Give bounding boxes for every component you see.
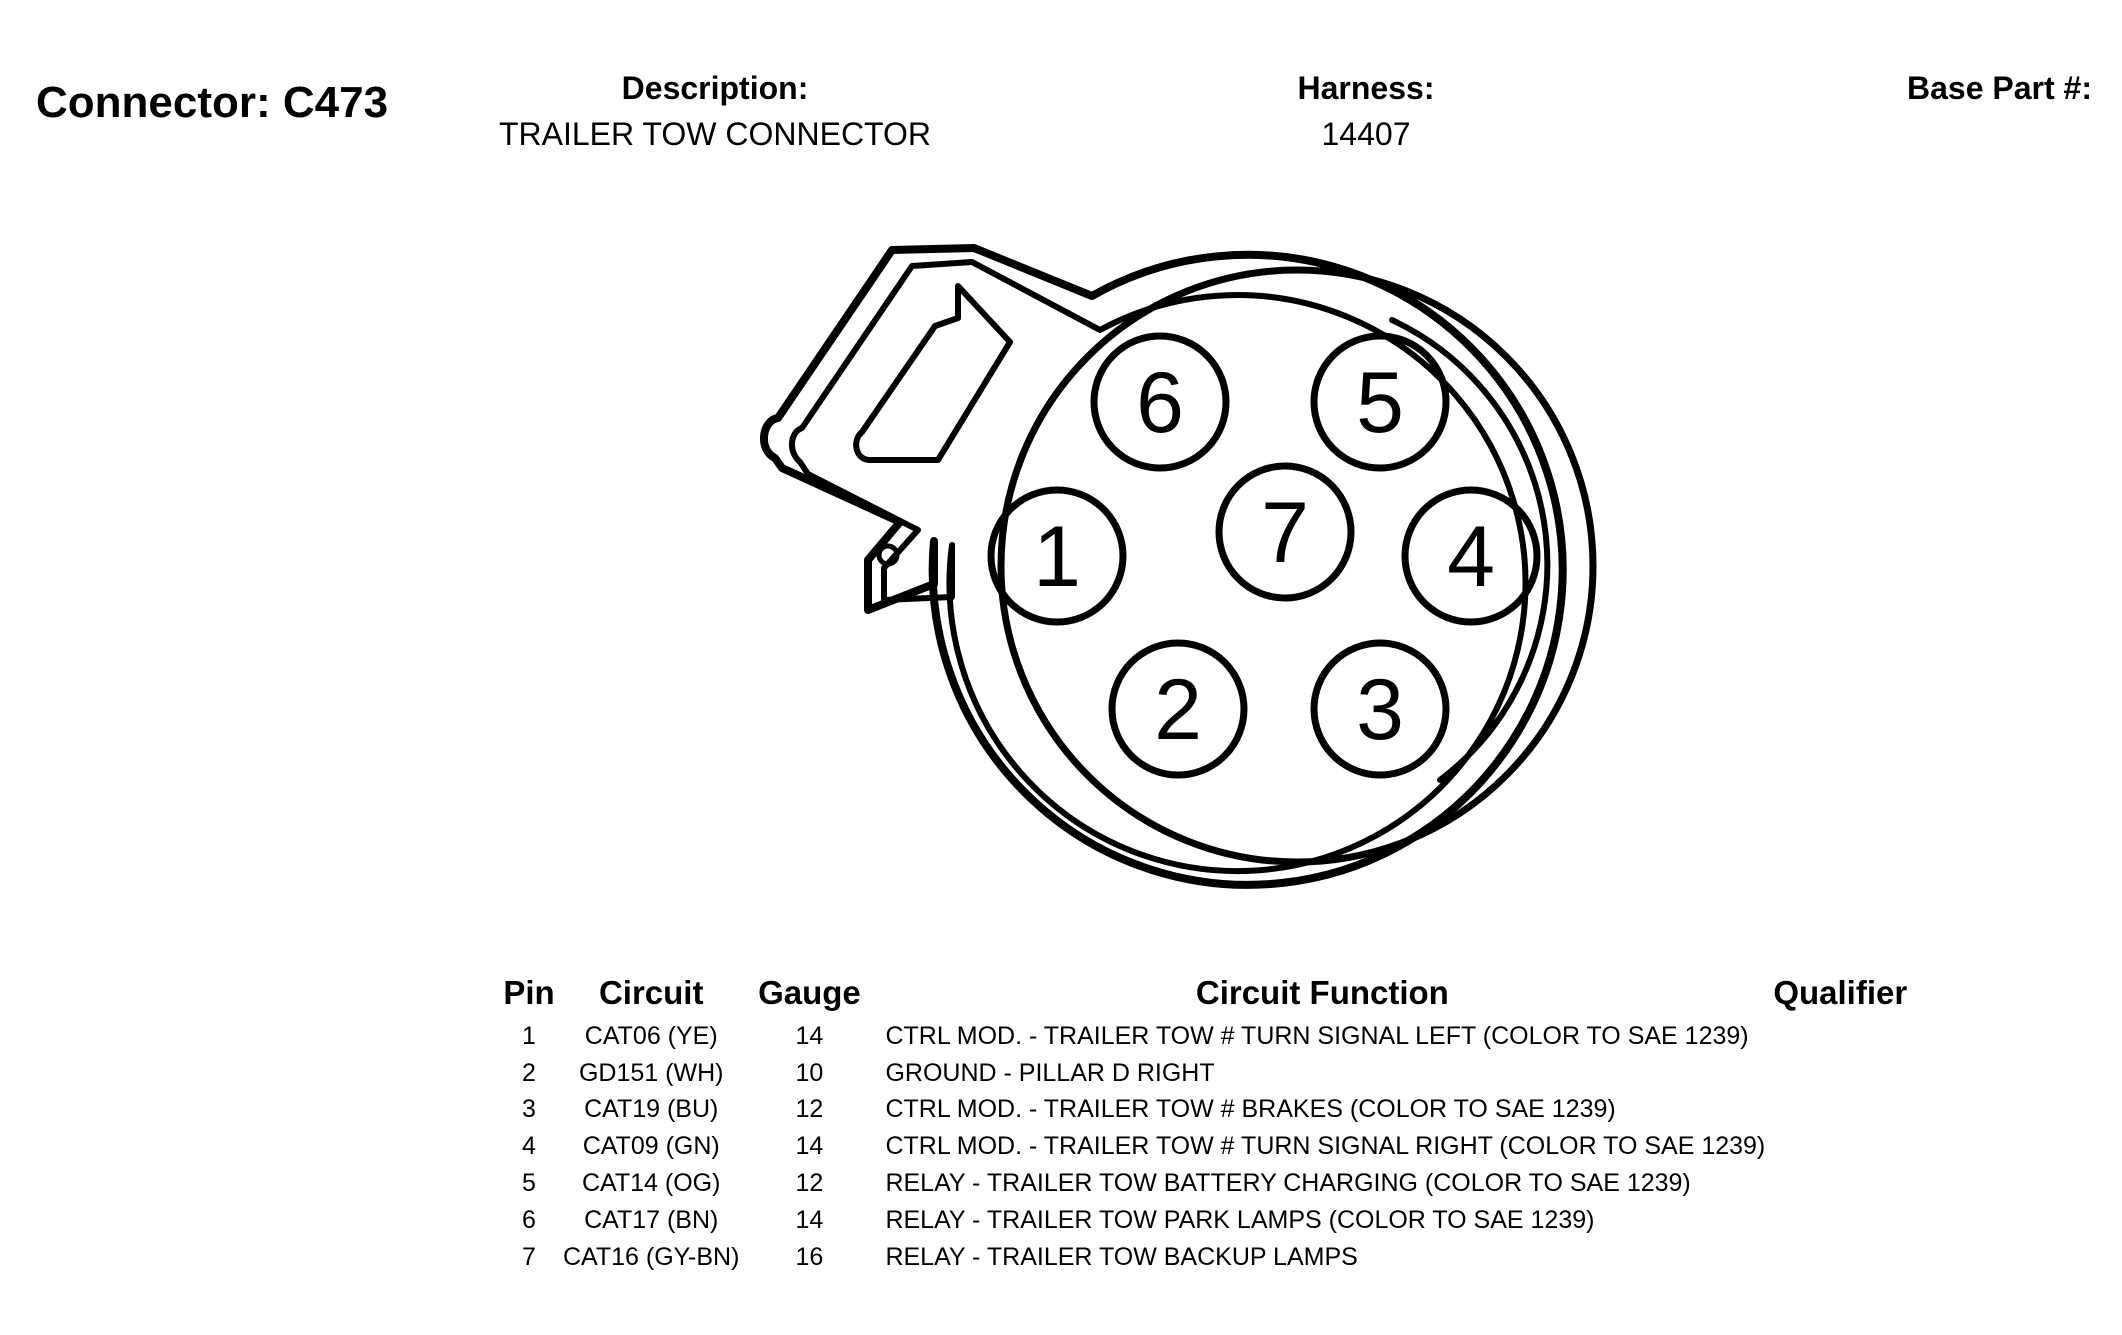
pin-number: 5 — [1356, 355, 1404, 451]
cell-gauge: 14 — [795, 1132, 824, 1161]
cell-qualifier — [1765, 1128, 1915, 1165]
header-circuit: Circuit — [598, 974, 704, 1011]
cell-gauge: 14 — [795, 1205, 824, 1234]
pin-circle — [1215, 462, 1355, 602]
pin-number: 4 — [1447, 509, 1495, 605]
header-gauge: Gauge — [758, 974, 861, 1011]
cell-circuit: CAT09 (GN) — [582, 1132, 720, 1161]
cell-gauge: 14 — [795, 1021, 824, 1050]
pin-cavity-3: 3 — [1310, 639, 1450, 779]
header-function: Circuit Function — [1195, 974, 1449, 1011]
cell-qualifier — [1765, 1202, 1915, 1239]
cell-function: RELAY - TRAILER TOW BACKUP LAMPS — [885, 1242, 1358, 1271]
connector-title: Connector: C473 — [36, 78, 389, 127]
pin-cavity-5: 5 — [1310, 332, 1450, 472]
header-pin: Pin — [503, 974, 555, 1011]
pin-circle — [1310, 639, 1450, 779]
pin-layer: 6 5 1 7 4 2 3 — [987, 332, 1541, 779]
cell-gauge: 10 — [795, 1058, 824, 1087]
pin-circle — [1108, 639, 1248, 779]
pin-table: Pin Circuit Gauge Circuit Function Quali… — [495, 968, 1915, 1276]
pin-number: 1 — [1033, 509, 1081, 605]
cell-function: RELAY - TRAILER TOW BATTERY CHARGING (CO… — [885, 1169, 1691, 1198]
pin-cavity-6: 6 — [1090, 332, 1230, 472]
pin-number: 2 — [1154, 662, 1202, 758]
pin-cavity-1: 1 — [987, 486, 1127, 626]
latch-slot — [853, 283, 1013, 463]
table-row: 6 CAT17 (BN) 14 RELAY - TRAILER TOW PARK… — [495, 1202, 1915, 1239]
cell-circuit: CAT14 (OG) — [581, 1169, 721, 1198]
cell-qualifier — [1765, 1055, 1915, 1092]
table-row: 2 GD151 (WH) 10 GROUND - PILLAR D RIGHT — [495, 1055, 1915, 1092]
mounting-hole — [876, 543, 900, 567]
housing-inner-outline — [789, 259, 1529, 875]
harness-value: 14407 — [1321, 116, 1411, 152]
header-qualifier: Qualifier — [1773, 974, 1908, 1011]
base-part-label: Base Part #: — [1907, 70, 2092, 106]
cell-pin: 6 — [522, 1205, 536, 1234]
description-value: TRAILER TOW CONNECTOR — [498, 116, 932, 152]
harness-label: Harness: — [1297, 70, 1435, 106]
cell-circuit: CAT19 (BU) — [584, 1095, 719, 1124]
pin-circle — [1090, 332, 1230, 472]
cell-gauge: 16 — [795, 1242, 824, 1271]
cell-circuit: CAT16 (GY-BN) — [563, 1242, 740, 1271]
pin-cavity-2: 2 — [1108, 639, 1248, 779]
cell-circuit: GD151 (WH) — [578, 1058, 724, 1087]
cell-qualifier — [1765, 1165, 1915, 1202]
cell-function: CTRL MOD. - TRAILER TOW # TURN SIGNAL LE… — [885, 1021, 1749, 1050]
cell-qualifier — [1765, 1239, 1915, 1276]
cell-pin: 1 — [522, 1021, 536, 1050]
cell-gauge: 12 — [795, 1095, 824, 1124]
table-row: 1 CAT06 (YE) 14 CTRL MOD. - TRAILER TOW … — [495, 1018, 1915, 1055]
cell-pin: 2 — [522, 1058, 536, 1087]
cell-pin: 3 — [522, 1095, 536, 1124]
table-header-row: Pin Circuit Gauge Circuit Function Quali… — [495, 968, 1915, 1018]
table-row: 5 CAT14 (OG) 12 RELAY - TRAILER TOW BATT… — [495, 1165, 1915, 1202]
cell-pin: 5 — [522, 1169, 536, 1198]
cell-function: GROUND - PILLAR D RIGHT — [885, 1058, 1215, 1087]
cell-function: RELAY - TRAILER TOW PARK LAMPS (COLOR TO… — [885, 1205, 1595, 1234]
table-row: 7 CAT16 (GY-BN) 16 RELAY - TRAILER TOW B… — [495, 1239, 1915, 1276]
table-row: 3 CAT19 (BU) 12 CTRL MOD. - TRAILER TOW … — [495, 1092, 1915, 1129]
cell-function: CTRL MOD. - TRAILER TOW # BRAKES (COLOR … — [885, 1095, 1616, 1124]
pin-number: 7 — [1261, 485, 1309, 581]
pin-cavity-7: 7 — [1215, 462, 1355, 602]
keyway-arc — [1389, 317, 1551, 783]
pin-number: 6 — [1136, 355, 1184, 451]
cell-pin: 7 — [522, 1242, 536, 1271]
cell-gauge: 12 — [795, 1169, 824, 1198]
cell-pin: 4 — [522, 1132, 536, 1161]
cell-circuit: CAT06 (YE) — [584, 1021, 718, 1050]
pin-cavity-4: 4 — [1401, 486, 1541, 626]
pin-circle — [987, 486, 1127, 626]
pin-circle — [1310, 332, 1450, 472]
description-label: Description: — [621, 70, 809, 106]
pin-number: 3 — [1356, 662, 1404, 758]
cell-qualifier — [1765, 1092, 1915, 1129]
cell-function: CTRL MOD. - TRAILER TOW # TURN SIGNAL RI… — [885, 1132, 1766, 1161]
table-row: 4 CAT09 (GN) 14 CTRL MOD. - TRAILER TOW … — [495, 1128, 1915, 1165]
cell-circuit: CAT17 (BN) — [584, 1205, 719, 1234]
mating-face-ring — [997, 266, 1597, 866]
cell-qualifier — [1765, 1018, 1915, 1055]
pin-circle — [1401, 486, 1541, 626]
